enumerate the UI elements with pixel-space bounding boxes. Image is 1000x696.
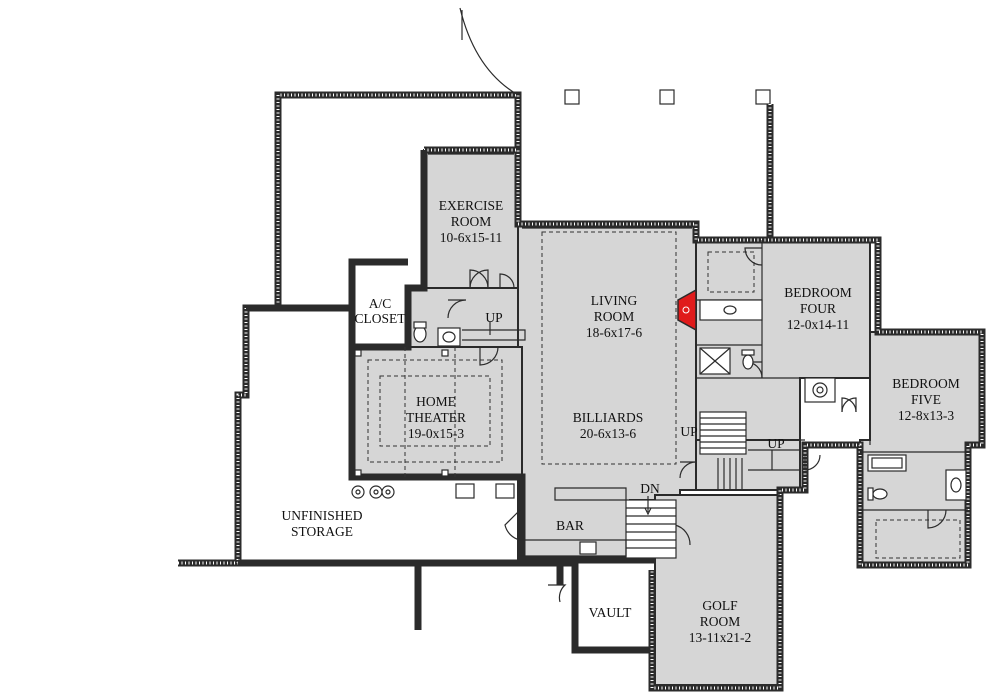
living-room-name-1: LIVING <box>591 293 638 308</box>
living-room-name-2: ROOM <box>594 309 635 324</box>
stairs <box>462 322 800 559</box>
bedroom-five-area <box>859 331 983 566</box>
bedroom-five-dims: 12-8x13-3 <box>898 408 954 423</box>
stair-labels: UP UP UP DN <box>485 310 784 496</box>
golf-room-name-2: ROOM <box>700 614 741 629</box>
living-room-dims: 18-6x17-6 <box>586 325 642 340</box>
interior-walls <box>408 240 968 511</box>
bar-counter <box>520 487 627 557</box>
ac-closet-name-2: CLOSET <box>354 311 406 326</box>
bedroom-five-name-1: BEDROOM <box>892 376 960 391</box>
unfinished-storage-name-1: UNFINISHED <box>282 508 363 523</box>
bedroom-five-name-2: FIVE <box>911 392 941 407</box>
up-label-stair-right: UP <box>767 436 784 451</box>
exercise-room-name-1: EXERCISE <box>439 198 504 213</box>
fireplace <box>677 288 697 332</box>
home-theater-name-2: THEATER <box>406 410 466 425</box>
home-theater-dims: 19-0x15-3 <box>408 426 464 441</box>
unfinished-storage-name-2: STORAGE <box>291 524 353 539</box>
dn-label: DN <box>640 481 660 496</box>
golf-room-dims: 13-11x21-2 <box>689 630 752 645</box>
billiards-name: BILLIARDS <box>573 410 644 425</box>
vault-name: VAULT <box>589 605 633 620</box>
porch-columns <box>564 89 774 240</box>
ceiling-outlines <box>367 231 961 559</box>
up-label-theater: UP <box>485 310 502 325</box>
up-label-stair-left: UP <box>680 424 697 439</box>
bedroom-four-name-2: FOUR <box>800 301 836 316</box>
exercise-room-dims: 10-6x15-11 <box>440 230 503 245</box>
bedroom-four-dims: 12-0x14-11 <box>787 317 850 332</box>
exercise-room-name-2: ROOM <box>451 214 492 229</box>
bar-name: BAR <box>556 518 584 533</box>
room-labels: EXERCISE ROOM 10-6x15-11 A/C CLOSET HOME… <box>282 198 960 645</box>
billiards-dims: 20-6x13-6 <box>580 426 636 441</box>
home-theater-name-1: HOME <box>416 394 456 409</box>
stair-area <box>695 439 801 491</box>
bedroom-four-name-1: BEDROOM <box>784 285 852 300</box>
fixtures <box>351 299 967 501</box>
golf-room-name-1: GOLF <box>702 598 738 613</box>
ac-closet-name-1: A/C <box>369 296 392 311</box>
